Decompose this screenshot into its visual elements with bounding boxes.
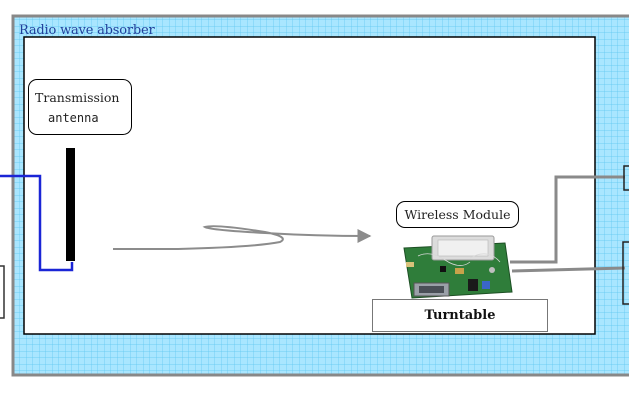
module-cable-upper — [510, 175, 625, 264]
antenna-feed-cable — [0, 174, 74, 272]
absorber-label: Radio wave absorber — [19, 23, 155, 38]
wireless-module-label: Wireless Module — [396, 201, 519, 228]
transmission-antenna-element — [66, 148, 75, 261]
transmission-antenna-label: Transmission antenna — [28, 79, 132, 135]
transmission-antenna-label-line2: antenna — [48, 111, 99, 125]
right-equipment-stub-upper — [623, 165, 629, 191]
left-equipment-stub — [0, 265, 5, 319]
transmission-antenna-label-line1: Transmission — [35, 90, 120, 105]
wireless-module-board-icon — [403, 235, 513, 299]
wave-arrow-icon — [113, 225, 372, 250]
module-cable-lower — [511, 266, 626, 273]
turntable: Turntable — [372, 299, 548, 332]
right-equipment-stub-lower — [622, 241, 629, 305]
